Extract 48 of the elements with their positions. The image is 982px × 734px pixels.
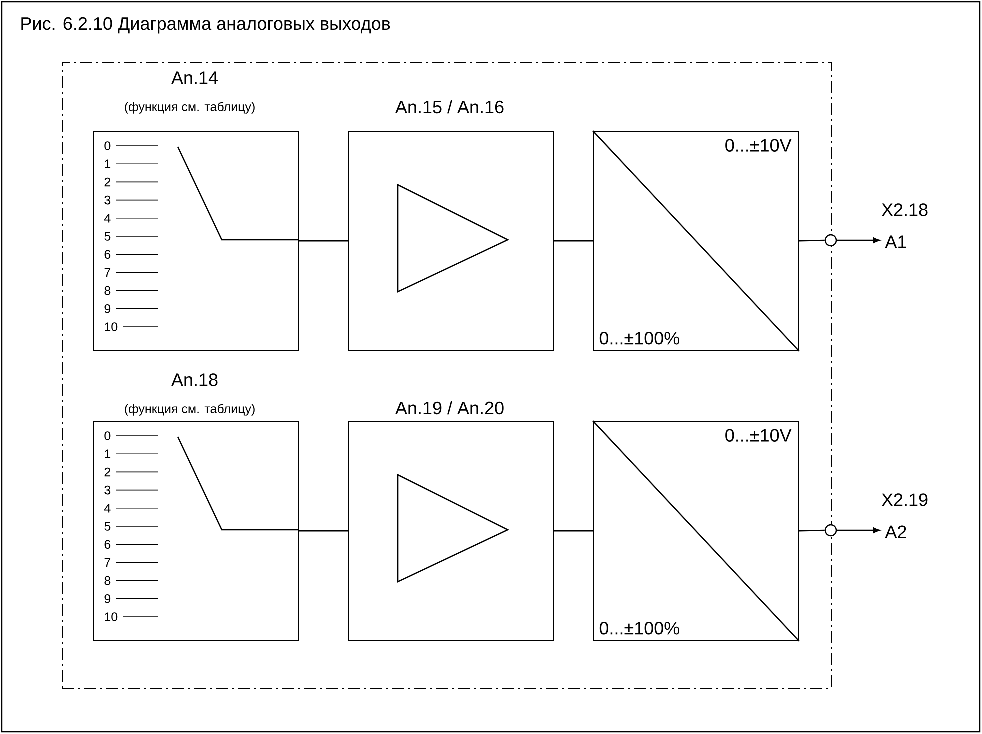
range-label: 0...±10V	[726, 429, 792, 442]
position-number: 2	[104, 178, 111, 187]
connector-line	[554, 240, 593, 242]
position-number: 1	[105, 160, 111, 168]
terminal-circle	[824, 524, 838, 537]
position-number: 3	[104, 486, 111, 495]
connector-line	[837, 528, 880, 534]
position-number: 10	[105, 322, 118, 332]
selector-note: (функция см. таблицу)	[125, 102, 255, 114]
selector-note: (функция см. таблицу)	[125, 404, 255, 416]
connector-line	[799, 530, 825, 532]
position-number: 4	[104, 504, 111, 513]
position-number: 8	[104, 576, 111, 586]
range-label: 0...±100%	[600, 332, 680, 345]
connector-line	[299, 240, 348, 242]
position-number: 9	[104, 594, 111, 604]
selector-heading: An.14	[172, 72, 218, 84]
connector-line	[299, 530, 348, 532]
connector-line	[554, 530, 593, 532]
position-number: 1	[105, 450, 111, 458]
range-label: 0...±10V	[726, 139, 792, 152]
position-number: 7	[104, 558, 111, 567]
dash-dot-frame	[62, 62, 832, 689]
terminal-label: X2.19	[882, 494, 928, 506]
position-number: 0	[104, 432, 111, 440]
position-number: 5	[104, 232, 111, 241]
terminal-circle	[824, 234, 838, 247]
position-number: 2	[104, 468, 111, 477]
position-number: 6	[104, 250, 111, 260]
amplifier-label: An.15 / An.16	[396, 100, 504, 114]
position-number: 4	[104, 214, 111, 223]
connector-line	[799, 240, 825, 242]
position-number: 0	[104, 142, 111, 150]
position-number: 9	[104, 304, 111, 314]
position-number: 7	[104, 268, 111, 277]
figure-title: Рис. 6.2.10 Диаграмма аналоговых выходов	[22, 17, 390, 34]
selector-heading: An.18	[172, 374, 218, 386]
position-number: 10	[105, 612, 118, 622]
range-label: 0...±100%	[600, 622, 680, 635]
amplifier-label: An.19 / An.20	[396, 401, 504, 415]
terminal-label: X2.18	[882, 204, 928, 216]
connector-line	[837, 238, 880, 244]
position-number: 5	[104, 522, 111, 531]
position-number: 6	[104, 540, 111, 550]
output-label: A1	[885, 236, 906, 248]
output-label: A2	[885, 526, 906, 538]
position-number: 3	[104, 196, 111, 205]
position-number: 8	[104, 286, 111, 296]
